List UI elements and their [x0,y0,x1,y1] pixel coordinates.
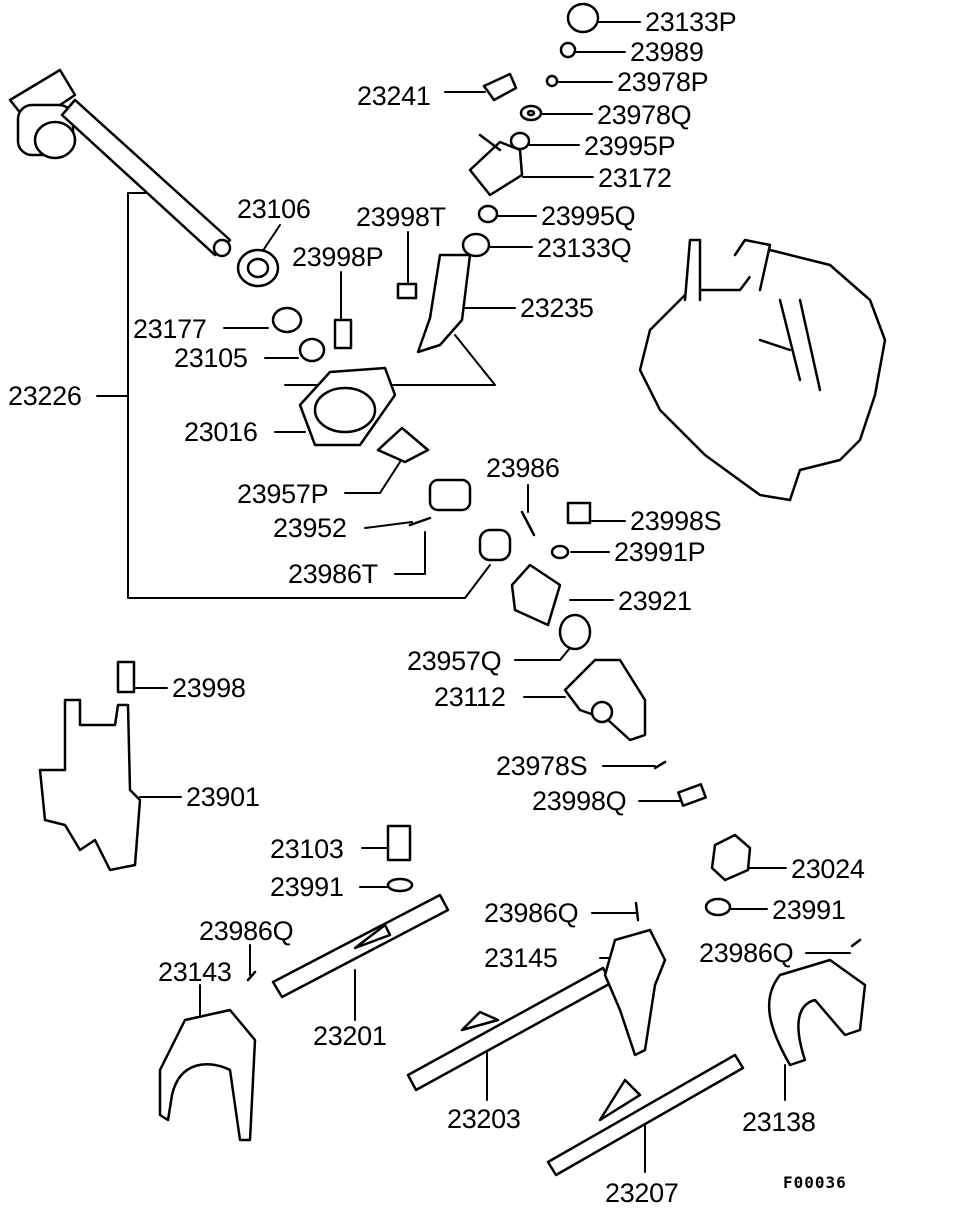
part-label: 23201 [313,1021,387,1051]
part-label: 23241 [357,81,431,111]
part-label: 23978P [617,67,709,97]
part-label: 23143 [158,957,232,987]
part-label: 23986Q [199,916,294,946]
part-label: 23921 [618,586,692,616]
part-label: 23016 [184,417,258,447]
part-label: 23986 [486,453,560,483]
part-label: 23991 [772,895,846,925]
part-label: 23133P [645,7,737,37]
part-label: 23177 [133,314,207,344]
part-label: 23957P [237,479,329,509]
part-label: 23998 [172,673,246,703]
part-label: 23978S [496,751,588,781]
part-label: 23105 [174,343,248,373]
part-label: 23991P [614,537,706,567]
part-label: 23957Q [407,646,502,676]
part-label: 23024 [791,854,865,884]
part-label: 23112 [434,682,506,712]
part-label: 23103 [270,834,344,864]
part-label: 23207 [605,1178,679,1208]
leader-lines [96,21,851,1173]
part-label: 23106 [237,194,311,224]
part-label: 23133Q [537,233,632,263]
part-label: 23998Q [532,786,627,816]
part-label: 23998P [292,242,384,272]
part-label: 23989 [630,37,704,67]
part-label: 23145 [484,943,558,973]
parts [8,2,887,1177]
part-label: 23995P [584,131,676,161]
part-label: 23998S [630,506,722,536]
part-label: 23986T [288,559,378,589]
part-label: 23986Q [484,898,579,928]
figure-code: F00036 [783,1173,847,1192]
part-label: 23172 [598,163,672,193]
part-label: 23901 [186,782,260,812]
part-label: 23978Q [597,100,692,130]
part-label: 23986Q [699,938,794,968]
part-label: 23952 [273,513,347,543]
part-label: 23226 [8,381,82,411]
part-label: 23203 [447,1104,521,1134]
part-label: 23138 [742,1107,816,1137]
part-label: 23995Q [541,201,636,231]
part-label: 23235 [520,293,594,323]
part-label: 23991 [270,872,344,902]
part-label: 23998T [356,202,446,232]
